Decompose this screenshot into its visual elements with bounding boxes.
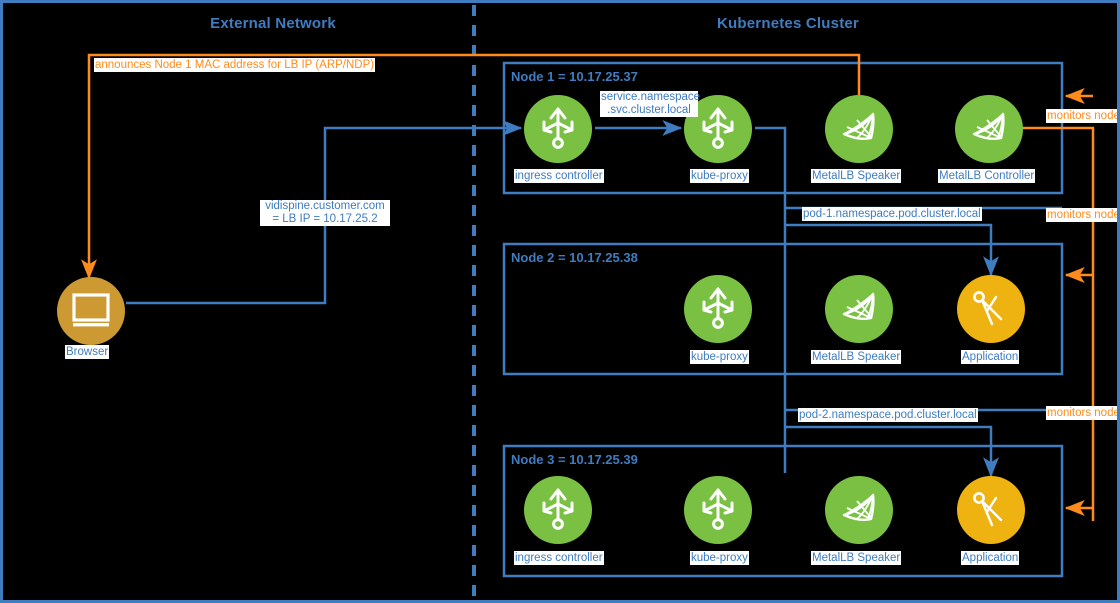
node-2-kube-proxy-icon[interactable] xyxy=(684,275,752,343)
pod-1-branch-edge xyxy=(785,223,1000,277)
metallb-glyph xyxy=(842,493,875,521)
monitor-trunk-edge xyxy=(1021,126,1095,521)
service-dns-label-line1: service.namespace xyxy=(601,91,701,103)
node-1-kube-proxy-icon[interactable] xyxy=(684,95,752,163)
kube-proxy-glyph xyxy=(702,488,734,530)
compass-glyph xyxy=(973,492,1003,527)
kube-proxy-glyph xyxy=(542,107,574,149)
metallb-glyph xyxy=(842,292,875,320)
node-1-metallb-speaker-label: MetalLB Speaker xyxy=(811,169,902,183)
node-3-box xyxy=(502,444,1064,578)
metallb-glyph xyxy=(972,112,1005,140)
browser-label: Browser xyxy=(65,345,110,359)
browser-icon[interactable] xyxy=(57,277,125,345)
monitor-glyph xyxy=(72,293,110,327)
monitors-node-1-label: monitors node xyxy=(1046,109,1120,123)
zone-title-kubernetes-cluster: Kubernetes Cluster xyxy=(717,15,859,32)
node-3-title: Node 3 = 10.17.25.39 xyxy=(511,452,638,467)
pod-2-branch-edge xyxy=(785,425,1000,478)
node-1-ingress-controller-label: ingress controller xyxy=(514,169,604,183)
pod-1-dns-label: pod-1.namespace.pod.cluster.local xyxy=(802,207,982,221)
monitors-node-3-label: monitors node xyxy=(1046,406,1120,420)
node-2-box xyxy=(502,242,1064,376)
node-3-application-label: Application xyxy=(961,551,1020,565)
kube-proxy-glyph xyxy=(542,488,574,530)
node-1-ingress-controller-icon[interactable] xyxy=(524,95,592,163)
node-3-kube-proxy-label: kube-proxy xyxy=(690,551,749,565)
node-2-metallb-speaker-label: MetalLB Speaker xyxy=(811,350,902,364)
monitors-node-2-label: monitors node xyxy=(1046,208,1120,222)
kube-proxy-glyph xyxy=(702,107,734,149)
node-2-application-label: Application xyxy=(961,350,1020,364)
node-1-metallb-controller-label: MetalLB Controller xyxy=(938,169,1036,183)
arp-announce-label: announces Node 1 MAC address for LB IP (… xyxy=(94,58,376,72)
arp-announce-edge xyxy=(81,53,861,280)
node-3-metallb-speaker-icon[interactable] xyxy=(825,476,893,544)
node-1-kube-proxy-label: kube-proxy xyxy=(690,169,749,183)
metallb-glyph xyxy=(842,112,875,140)
kubeproxy-trunk-edge xyxy=(755,126,787,473)
node-2-metallb-speaker-icon[interactable] xyxy=(825,275,893,343)
node-3-kube-proxy-icon[interactable] xyxy=(684,476,752,544)
node-1-metallb-controller-icon[interactable] xyxy=(955,95,1023,163)
lb-ip-label-line1: vidispine.customer.com xyxy=(265,200,385,212)
compass-glyph xyxy=(973,291,1003,326)
node-1-metallb-speaker-icon[interactable] xyxy=(825,95,893,163)
kube-proxy-glyph xyxy=(702,287,734,329)
node-3-application-icon[interactable] xyxy=(957,476,1025,544)
pod-2-dns-label: pod-2.namespace.pod.cluster.local xyxy=(798,408,978,422)
lb-ip-label-line2: = LB IP = 10.17.25.2 xyxy=(272,213,378,225)
zone-title-external-network: External Network xyxy=(210,15,336,32)
service-dns-label: service.namespace .svc.cluster.local xyxy=(600,91,701,117)
node-1-title: Node 1 = 10.17.25.37 xyxy=(511,69,638,84)
node-3-ingress-controller-label: ingress controller xyxy=(514,551,604,565)
service-dns-label-line2: .svc.cluster.local xyxy=(607,104,691,116)
node-2-kube-proxy-label: kube-proxy xyxy=(690,350,749,364)
node-3-metallb-speaker-label: MetalLB Speaker xyxy=(811,551,902,565)
node-3-ingress-controller-icon[interactable] xyxy=(524,476,592,544)
lb-ip-label: vidispine.customer.com = LB IP = 10.17.2… xyxy=(260,200,390,226)
node-2-title: Node 2 = 10.17.25.38 xyxy=(511,250,638,265)
node-2-application-icon[interactable] xyxy=(957,275,1025,343)
